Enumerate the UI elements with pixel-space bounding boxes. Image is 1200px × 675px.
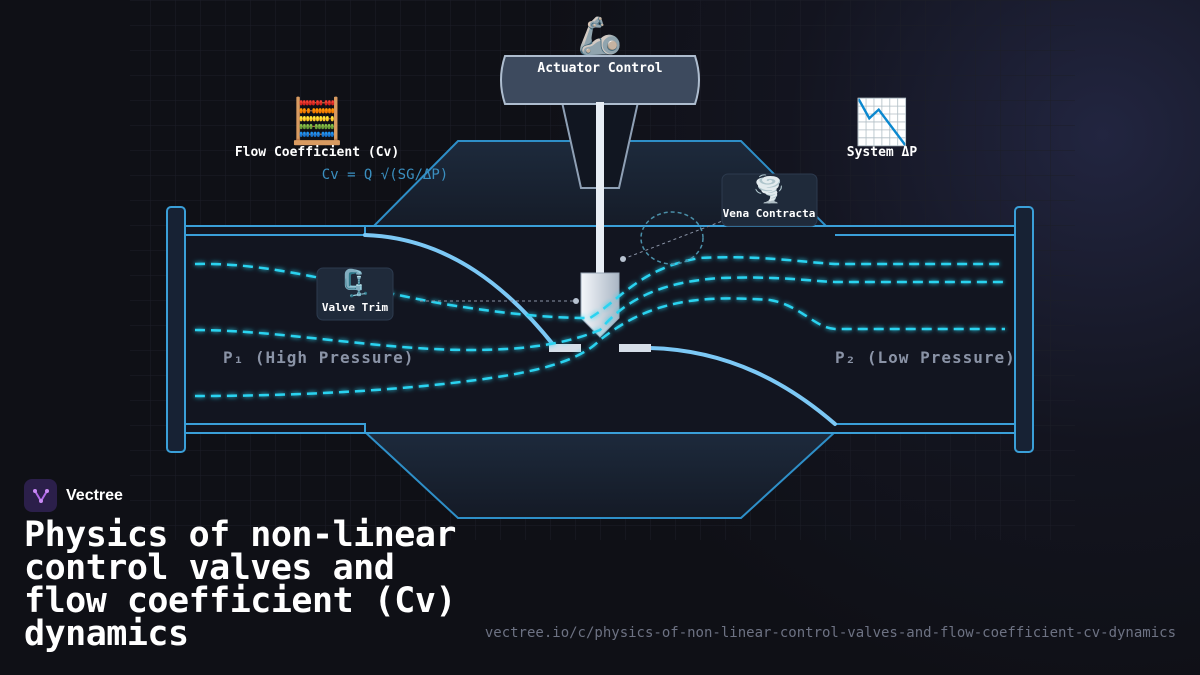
flow-coefficient-label: Flow Coefficient (Cv) bbox=[235, 145, 399, 160]
pipe-wall-top-left bbox=[185, 225, 366, 236]
vena-contracta-dot bbox=[620, 256, 626, 262]
streamline-3 bbox=[194, 297, 1005, 398]
vena-contracta-label: Vena Contracta bbox=[723, 207, 816, 220]
vena-contracta-card bbox=[721, 173, 818, 227]
brand-name: Vectree bbox=[66, 486, 123, 504]
valve-trim-label: Valve Trim bbox=[322, 301, 389, 314]
p2-label: P₂ (Low Pressure) bbox=[835, 348, 1016, 367]
valve-trim-dot bbox=[573, 298, 579, 304]
seat-curve-lower bbox=[648, 346, 837, 426]
valve-trim-card bbox=[316, 267, 394, 321]
seat-curve-upper bbox=[363, 233, 557, 349]
page-title: Physics of non-linear control valves and… bbox=[24, 515, 457, 654]
vena-contracta-ring bbox=[640, 211, 704, 265]
flange-right bbox=[1014, 206, 1034, 453]
robot-arm-icon: 🦾 bbox=[578, 16, 623, 57]
seat-ring-left bbox=[549, 344, 581, 352]
flange-left bbox=[166, 206, 186, 453]
brand[interactable]: Vectree bbox=[24, 479, 123, 512]
clamp-icon: 🗜️ bbox=[339, 268, 371, 299]
valve-stem bbox=[596, 102, 604, 274]
page-url[interactable]: vectree.io/c/physics-of-non-linear-contr… bbox=[484, 625, 1176, 641]
flow-streamlines bbox=[194, 256, 1005, 398]
vena-contracta-leader bbox=[622, 219, 726, 260]
chart-decreasing-icon: 📉 bbox=[855, 97, 910, 148]
seat-ring-right bbox=[619, 344, 651, 352]
cv-formula: Cv = Q √(SG/ΔP) bbox=[322, 167, 448, 183]
vectree-logo-icon bbox=[24, 479, 57, 512]
tornado-icon: 🌪️ bbox=[753, 173, 785, 205]
p1-label: P₁ (High Pressure) bbox=[223, 348, 414, 367]
abacus-icon: 🧮 bbox=[290, 96, 345, 147]
streamline-1 bbox=[194, 256, 1005, 320]
streamline-2 bbox=[194, 276, 1005, 352]
actuator-housing bbox=[500, 55, 700, 105]
system-dp-label: System ΔP bbox=[847, 145, 918, 160]
pipe-wall-bottom-left bbox=[185, 423, 366, 434]
actuator-control-label: Actuator Control bbox=[537, 61, 662, 76]
